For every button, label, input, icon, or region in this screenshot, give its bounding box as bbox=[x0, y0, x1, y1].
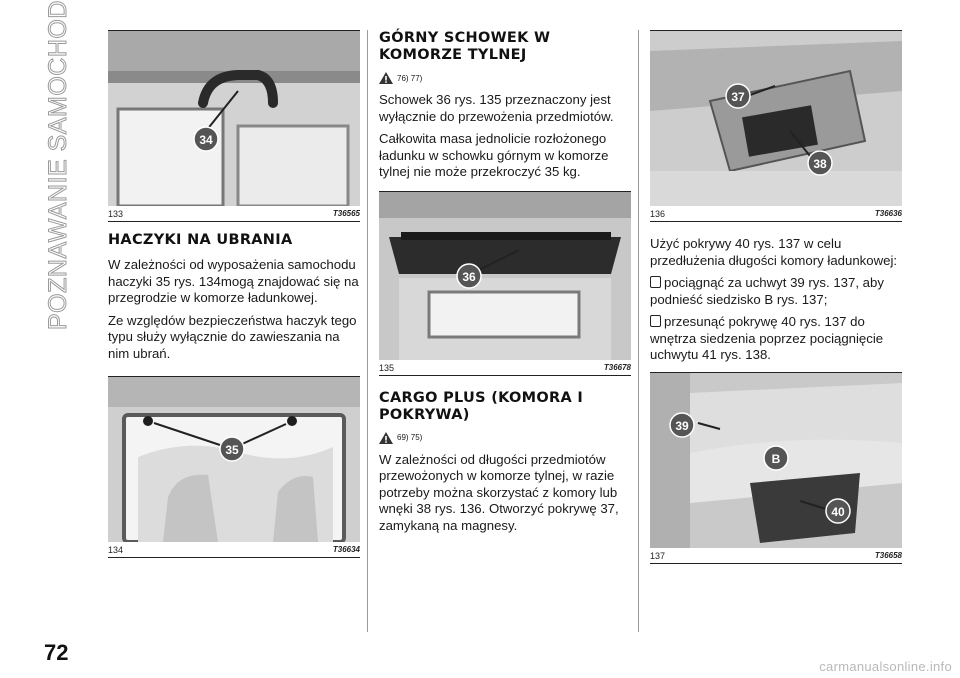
bullet-item: pociągnąć za uchwyt 39 rys. 137, aby pod… bbox=[650, 275, 902, 308]
figure-caption: 133 T36565 bbox=[108, 206, 360, 222]
callout-34: 34 bbox=[199, 133, 213, 147]
checkbox-bullet-icon bbox=[650, 315, 661, 327]
section-heading: HACZYKI NA UBRANIA bbox=[108, 232, 293, 248]
figure-135: 36 135 T36678 bbox=[379, 190, 631, 376]
photo-upper-storage: 36 bbox=[379, 191, 631, 360]
paragraph: W zależności od wyposażenia samochodu ha… bbox=[108, 257, 359, 305]
section-side-title: POZNAWANIE SAMOCHODU bbox=[44, 0, 73, 331]
figure-number: 134 bbox=[108, 545, 124, 555]
callout-35: 35 bbox=[225, 443, 239, 457]
figure-caption: 134 T36634 bbox=[108, 542, 360, 558]
figure-number: 133 bbox=[108, 209, 124, 219]
figure-134: 35 134 T36634 bbox=[108, 376, 360, 558]
figure-133: 34 133 T36565 bbox=[108, 30, 360, 222]
paragraph: Ze względów bezpieczeństwa haczyk tego t… bbox=[108, 312, 357, 361]
figure-caption: 135 T36678 bbox=[379, 360, 631, 376]
figure-code: T36634 bbox=[332, 545, 360, 554]
figure-code: T36658 bbox=[874, 550, 902, 560]
photo-cargo-compartment-cover: 37 38 bbox=[650, 31, 902, 206]
section-heading: GÓRNY SCHOWEK W KOMORZE TYLNEJ bbox=[379, 30, 551, 63]
callout-38: 38 bbox=[813, 157, 827, 171]
bullet-item: przesunąć pokrywę 40 rys. 137 do wnętrza… bbox=[650, 314, 902, 364]
paragraph: Użyć pokrywy 40 rys. 137 w celu przedłuż… bbox=[650, 236, 898, 268]
figure-code: T36565 bbox=[332, 209, 360, 218]
figure-number: 136 bbox=[650, 209, 666, 219]
callout-39: 39 bbox=[675, 419, 689, 433]
bullet-text: przesunąć pokrywę 40 rys. 137 do wnętrza… bbox=[650, 314, 884, 362]
figure-number: 137 bbox=[650, 550, 666, 561]
note-refs: 76) 77) bbox=[397, 73, 423, 83]
section-heading: CARGO PLUS (KOMORA I POKRYWA) bbox=[379, 389, 584, 423]
column-divider bbox=[638, 30, 639, 632]
figure-code: T36678 bbox=[603, 362, 631, 372]
figure-number: 135 bbox=[379, 362, 395, 373]
callout-b: B bbox=[772, 452, 781, 466]
photo-coat-hook-handle: 34 bbox=[108, 31, 360, 206]
column-2: GÓRNY SCHOWEK W KOMORZE TYLNEJ 76) 77) S… bbox=[379, 30, 631, 540]
paragraph: W zależności od długości przedmiotów prz… bbox=[379, 451, 619, 533]
figure-caption: 137 T36658 bbox=[650, 548, 902, 564]
warning-note: 76) 77) bbox=[379, 72, 631, 84]
figure-code: T36636 bbox=[874, 209, 902, 218]
checkbox-bullet-icon bbox=[650, 276, 661, 288]
column-divider bbox=[367, 30, 368, 632]
warning-triangle-icon bbox=[379, 431, 393, 444]
photo-rear-seat-cover: 39 B 40 bbox=[650, 372, 902, 548]
callout-36: 36 bbox=[462, 270, 476, 284]
column-1: 34 133 T36565 HACZYKI NA UBRANIA W zależ… bbox=[108, 30, 360, 558]
figure-136: 37 38 136 T36636 bbox=[650, 30, 902, 222]
paragraph: Całkowita masa jednolicie rozłożonego ła… bbox=[379, 131, 609, 179]
callout-37: 37 bbox=[731, 90, 745, 104]
bullet-text: pociągnąć za uchwyt 39 rys. 137, aby pod… bbox=[650, 275, 884, 307]
photo-partition-hooks: 35 bbox=[108, 377, 360, 542]
note-refs: 69) 75) bbox=[397, 433, 423, 442]
warning-note: 69) 75) bbox=[379, 431, 631, 444]
callout-40: 40 bbox=[831, 505, 845, 519]
warning-triangle-icon bbox=[379, 72, 393, 84]
page-number: 72 bbox=[44, 640, 69, 665]
figure-caption: 136 T36636 bbox=[650, 206, 902, 222]
watermark: carmanualsonline.info bbox=[819, 659, 952, 674]
paragraph: Schowek 36 rys. 135 przeznaczony jest wy… bbox=[379, 92, 614, 124]
column-3: 37 38 136 T36636 Użyć pokrywy 40 rys. 13… bbox=[650, 30, 902, 564]
figure-137: 39 B 40 137 T36658 bbox=[650, 371, 902, 564]
